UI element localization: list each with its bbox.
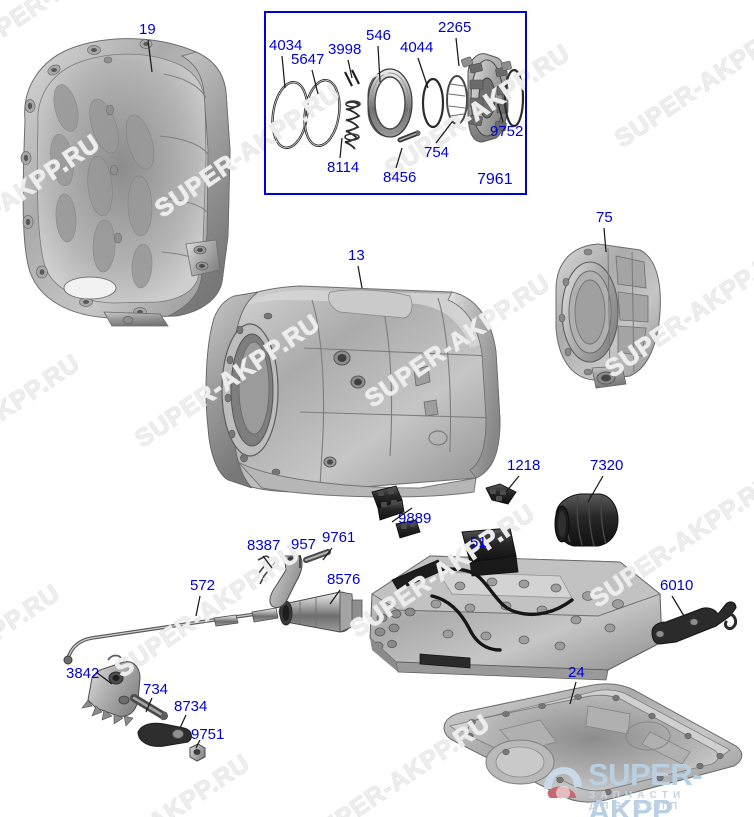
leader-line-8387 [262,555,273,569]
part-label-9889: 9889 [398,510,432,527]
part-6010-bracket [651,601,738,645]
part-51-valve-body [369,527,663,681]
leader-line-8456 [395,147,403,169]
part-754-thrust-washer [446,75,468,125]
inset-7961-parts [271,53,525,150]
part-label-9751: 9751 [191,726,225,743]
part-label-9761: 9761 [322,529,356,546]
leader-line-8576 [329,589,341,605]
leader-line-4044 [417,57,429,89]
part-label-2265: 2265 [438,19,472,36]
part-label-3998: 3998 [328,41,362,58]
part-label-546: 546 [366,27,392,44]
leader-line-3998 [347,59,353,79]
leader-line-6010 [671,595,685,617]
part-label-8114: 8114 [327,159,360,176]
leader-line-9752 [497,103,504,123]
part-label-1218: 1218 [507,457,541,474]
leader-line-9751 [195,739,201,749]
part-8387-clip [253,555,276,585]
part-75-extension-housing [555,243,661,389]
part-label-8734: 8734 [174,698,208,715]
leader-line-75 [603,227,607,253]
part-label-8576: 8576 [327,571,361,588]
part-8456-dowel-pin [397,130,421,143]
part-8576-sleeve [278,591,363,633]
part-label-734: 734 [143,681,169,698]
part-546-clutch-drum [367,68,413,138]
part-label-6010: 6010 [660,577,694,594]
leader-line-5647 [311,69,319,95]
part-9761-roll-pin [303,549,331,563]
part-4034-seal-ring [271,81,309,149]
leader-line-734 [145,697,153,713]
part-label-13: 13 [348,247,365,264]
part-label-4044: 4044 [400,39,434,56]
leader-line-24 [569,681,577,705]
part-3998-snap-rings [344,69,360,87]
part-label-754: 754 [424,144,450,161]
leader-line-4034 [281,55,286,89]
part-24-oil-pan [443,683,743,803]
part-label-19: 19 [139,21,156,38]
part-572-manual-rod [63,607,279,665]
leader-line-8734 [179,714,187,729]
part-9752-retaining-ring [503,68,525,128]
leader-line-546 [377,45,381,83]
part-label-8387: 8387 [247,537,281,554]
leader-line-2265 [455,37,460,67]
part-7320-bellows [554,493,619,547]
part-label-7961: 7961 [477,171,513,188]
part-19-bell-housing [20,38,231,327]
part-label-24: 24 [568,664,585,681]
part-label-957: 957 [291,536,317,553]
part-8734-link-arm [137,722,192,747]
leader-line-3842 [95,671,113,685]
part-957-lever [269,555,303,609]
leader-line-51 [477,551,487,569]
part-9889-connectors [371,485,421,539]
leader-line-754 [435,121,453,144]
part-label-572: 572 [190,577,216,594]
part-label-5647: 5647 [291,51,325,68]
part-label-7320: 7320 [590,457,624,474]
leader-line-9761 [322,547,333,561]
inset-group-frame [264,11,527,195]
part-label-4034: 4034 [269,37,303,54]
part-label-8456: 8456 [383,169,417,186]
part-13-transmission-case [205,285,501,498]
part-5647-seal-ring [303,79,341,147]
leader-line-8114 [339,137,343,159]
part-label-3842: 3842 [66,665,100,682]
part-4044-seal-ring [421,77,445,129]
part-label-9752: 9752 [490,123,524,140]
part-8114-coil-spring [344,100,361,150]
part-label-75: 75 [596,209,613,226]
leader-line-572 [195,595,201,617]
leader-line-13 [357,265,363,289]
leader-line-9889 [391,507,413,523]
part-2265-carrier [461,53,512,143]
part-734-pivot-pin [130,694,168,721]
leader-line-19 [147,39,153,73]
part-label-51: 51 [470,534,487,551]
leader-line-1218 [505,475,520,493]
leader-line-7320 [587,475,604,503]
